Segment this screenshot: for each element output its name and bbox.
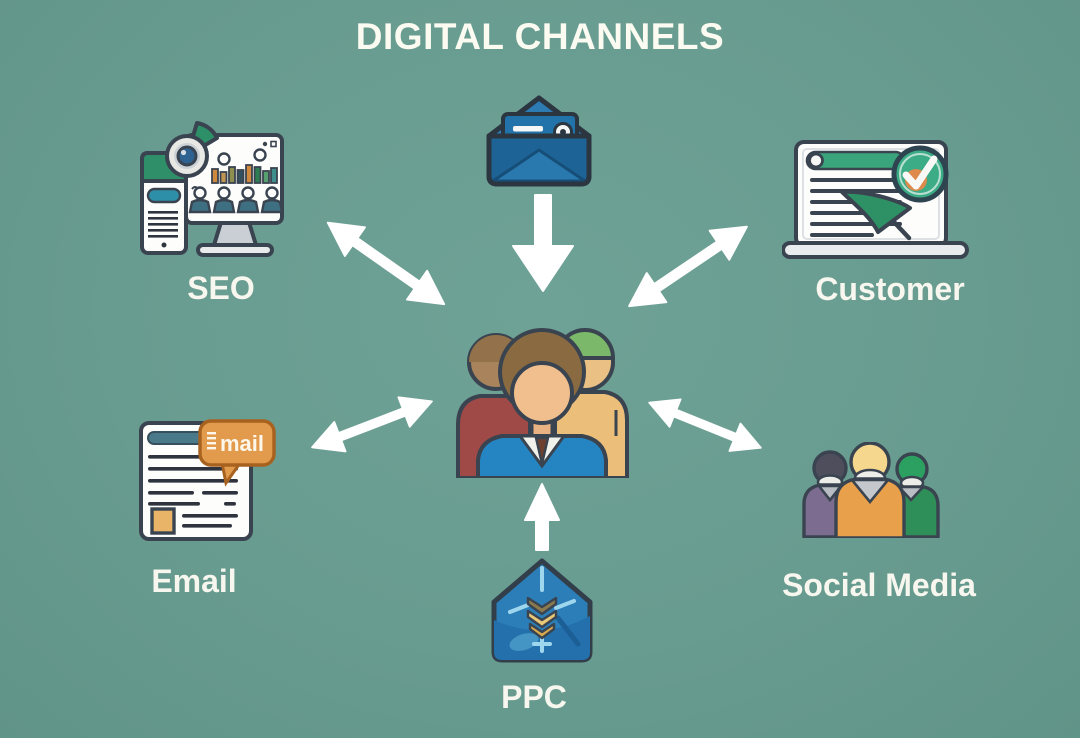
diagram-title: DIGITAL CHANNELS <box>355 16 725 57</box>
bar-chart <box>211 148 278 184</box>
monitor-stand <box>196 217 274 257</box>
seo-label: SEO <box>187 270 255 306</box>
open-envelope-icon <box>483 92 595 188</box>
avatar-row <box>188 186 284 214</box>
search-bar <box>805 150 906 171</box>
check-badge <box>891 145 949 203</box>
person-center <box>834 442 906 538</box>
lens-pie-wedge <box>165 121 219 178</box>
arrow-double-seo-icon <box>326 221 446 306</box>
ppc-label: PPC <box>501 679 567 715</box>
arrow-double-customer-icon <box>628 225 748 308</box>
audience-people-icon <box>450 300 635 478</box>
email-label: Email <box>151 563 237 599</box>
ppc-envelope-icon <box>486 556 598 670</box>
arrow-up-icon <box>524 483 560 551</box>
social-media-people-icon <box>792 442 950 538</box>
seo-analytics-monitor-icon <box>140 119 285 261</box>
mail-bubble-text: mail <box>220 431 264 456</box>
arrow-double-email-icon <box>311 396 433 453</box>
customer-laptop-check-icon <box>782 140 972 262</box>
arrow-double-social-icon <box>648 398 762 452</box>
email-document-icon: mail <box>138 417 278 543</box>
envelope-body <box>486 133 592 187</box>
customer-label: Customer <box>815 271 965 307</box>
audience-front-person <box>476 328 608 478</box>
arrow-down-icon <box>512 194 574 292</box>
light-streaks <box>508 566 576 653</box>
social-media-label: Social Media <box>782 567 976 603</box>
gold-chevrons <box>526 596 558 640</box>
mail-speech-bubble: mail <box>198 419 276 487</box>
cursor-pennant <box>840 189 912 241</box>
laptop-base <box>782 241 969 259</box>
